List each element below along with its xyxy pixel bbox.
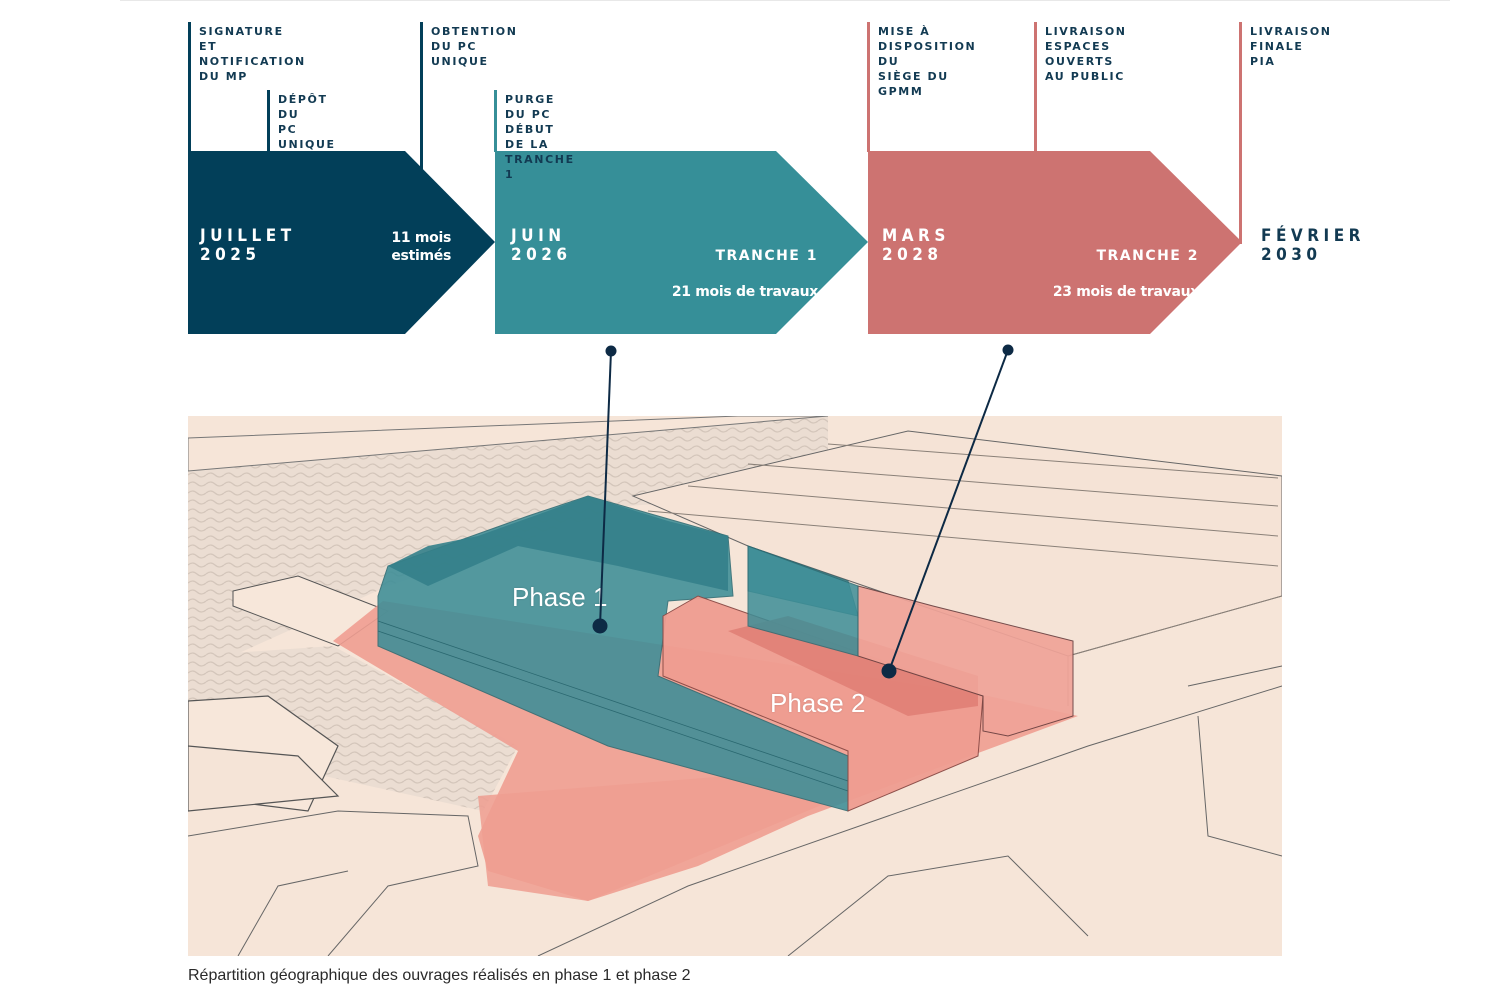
phase1-building-upper <box>388 496 728 591</box>
milestone-marker <box>1239 22 1242 244</box>
period-duration-tranche2: 23 mois de travaux <box>1052 284 1199 300</box>
milestone-marker <box>420 22 423 170</box>
period-duration-tranche1: 21 mois de travaux <box>671 284 818 300</box>
period-date-etudes: JUILLET 2025 <box>200 226 296 265</box>
ship <box>188 695 340 812</box>
phase1-facade-lines <box>377 620 849 792</box>
milestone-label: LIVRAISON FINALE PIA <box>1250 25 1332 68</box>
phase2-building-roof <box>728 616 978 716</box>
end-date: FÉVRIER 2030 <box>1261 226 1365 265</box>
milestone-marker <box>267 90 270 152</box>
phase2-label: Phase 2 <box>770 688 866 718</box>
milestone-marker <box>867 22 870 152</box>
phase1-tower-part <box>747 545 859 657</box>
timeline <box>188 151 1242 334</box>
period-arrow-etudes <box>188 151 495 334</box>
site-map <box>188 416 1282 956</box>
period-note-tranche2: TRANCHE 2 23 mois de travaux <box>1053 229 1199 319</box>
milestone-label: SIGNATURE ET NOTIFICATION DU MP <box>199 25 306 83</box>
period-arrow-tranche1 <box>495 151 868 334</box>
milestone-marker <box>1034 22 1037 152</box>
site-illustration: Phase 1 Phase 2 <box>188 416 1282 956</box>
water-area-lower <box>188 646 518 811</box>
phase2-building <box>662 595 984 812</box>
milestone-marker <box>494 90 497 152</box>
period-note-tranche1: TRANCHE 1 21 mois de travaux <box>672 229 818 319</box>
quay <box>188 416 829 472</box>
period-note-etudes: 11 mois estimés <box>391 230 451 264</box>
milestone-label: MISE À DISPOSITION DU SIÈGE DU GPMM <box>878 25 977 98</box>
milestone-label: LIVRAISON ESPACES OUVERTS AU PUBLIC <box>1045 25 1127 83</box>
top-divider <box>120 0 1450 1</box>
period-title-tranche2: TRANCHE 2 <box>1096 248 1199 264</box>
milestone-label: PURGE DU PC DÉBUT DE LA TRANCHE 1 <box>505 93 575 181</box>
period-arrow-tranche2 <box>868 151 1242 334</box>
connector-dot-tranche2-top <box>1002 344 1014 356</box>
milestone-label: OBTENTION DU PC UNIQUE <box>431 25 518 68</box>
phase1-label: Phase 1 <box>512 582 608 612</box>
figure-caption: Répartition géographique des ouvrages ré… <box>188 967 691 984</box>
phase1-building <box>377 495 849 812</box>
city-blocks <box>188 665 1282 956</box>
period-date-tranche1: JUIN 2026 <box>511 226 572 265</box>
connector-dot-tranche1-top <box>605 345 617 357</box>
period-date-tranche2: MARS 2028 <box>882 226 950 265</box>
milestone-label: DÉPÔT DU PC UNIQUE <box>278 93 336 151</box>
phase2-ground-lower <box>478 776 868 901</box>
milestone-marker <box>188 22 191 166</box>
period-title-tranche1: TRANCHE 1 <box>715 248 818 264</box>
